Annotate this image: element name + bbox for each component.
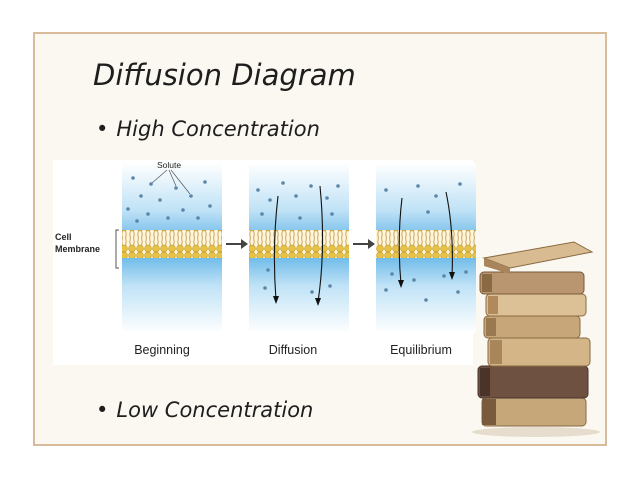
- arrowhead: [449, 272, 455, 280]
- membrane-bilayer: [122, 230, 222, 258]
- stage-arrow-1: [226, 239, 248, 249]
- bullet-dot: •: [96, 398, 109, 422]
- arrowhead: [398, 280, 404, 288]
- membrane-label-line1: Cell: [55, 232, 72, 242]
- diffusion-arrows: [398, 191, 453, 285]
- stage-label-diffusion: Diffusion: [269, 343, 317, 357]
- membrane-bilayer: [376, 230, 476, 258]
- stage-arrow-2: [353, 239, 375, 249]
- solute-pointer-lines: [151, 169, 191, 195]
- membrane-bracket: [115, 229, 119, 269]
- bullet-high-concentration: • High Concentration: [96, 117, 320, 141]
- bullet-text: High Concentration: [116, 117, 320, 141]
- stack-of-books-image: [472, 241, 600, 437]
- membrane-bilayer: [249, 230, 349, 258]
- stage-label-equilibrium: Equilibrium: [390, 343, 452, 357]
- bullet-low-concentration: • Low Concentration: [96, 398, 313, 422]
- slide-title: Diffusion Diagram: [93, 58, 356, 92]
- panel-diffusion: [249, 163, 349, 333]
- solute-particles: [256, 181, 340, 294]
- solute-particles: [384, 182, 468, 302]
- solute-label: Solute: [157, 160, 181, 170]
- arrowhead: [273, 296, 279, 304]
- arrowhead: [315, 298, 321, 306]
- stage-label-beginning: Beginning: [134, 343, 190, 357]
- bullet-dot: •: [96, 117, 109, 141]
- panel-equilibrium: [376, 163, 476, 333]
- solute-particles: [126, 176, 212, 223]
- membrane-label-line2: Membrane: [55, 244, 100, 254]
- panel-beginning: Solute: [122, 160, 222, 333]
- diffusion-arrows: [273, 185, 324, 303]
- bullet-text: Low Concentration: [116, 398, 314, 422]
